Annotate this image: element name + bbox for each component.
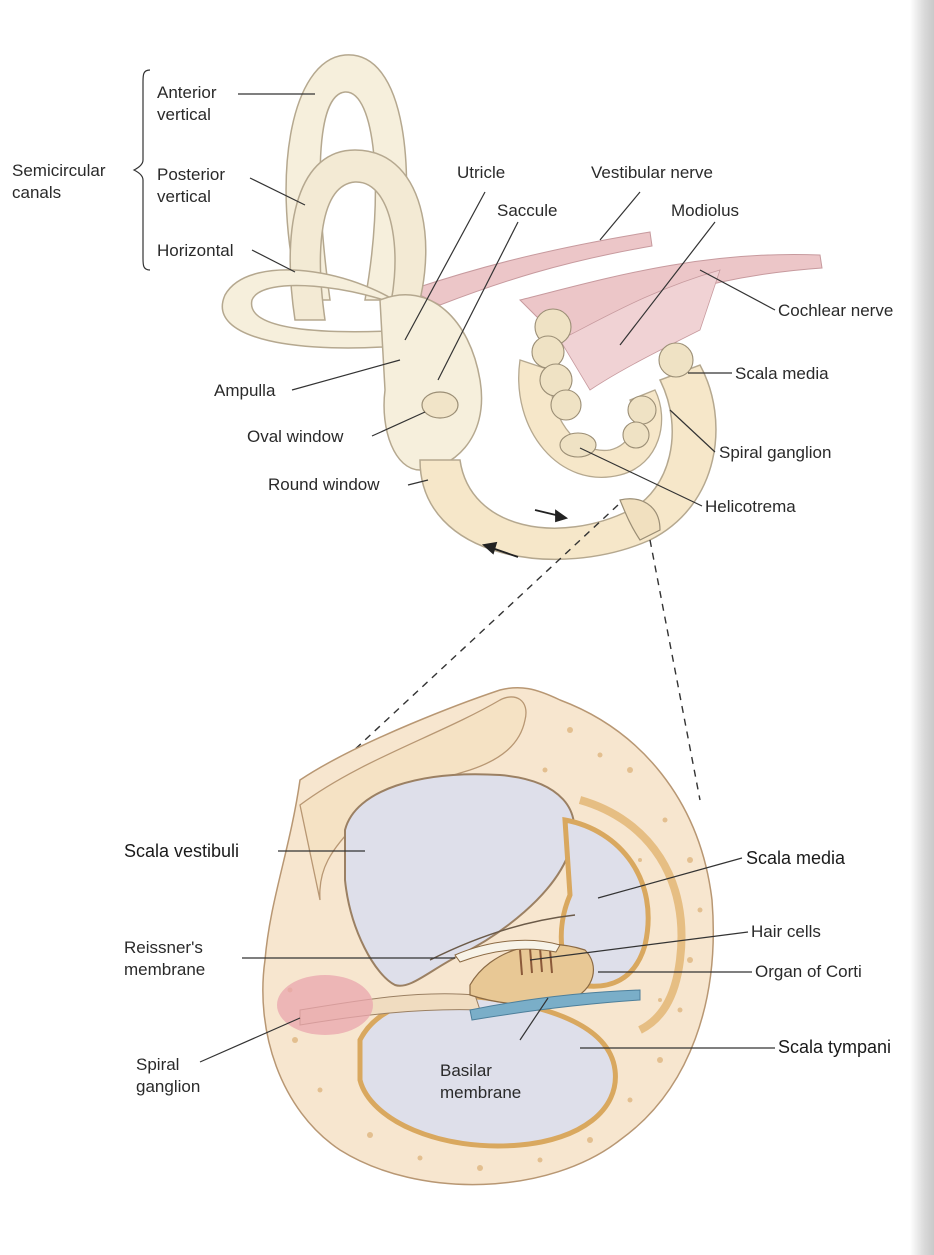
label-posterior-vertical: Posterior vertical (157, 164, 225, 208)
label-horizontal: Horizontal (157, 240, 234, 262)
label-scala-media-top: Scala media (735, 363, 829, 385)
label-oval-window: Oval window (247, 426, 343, 448)
label-ampulla: Ampulla (214, 380, 275, 402)
label-cochlear-nerve: Cochlear nerve (778, 300, 893, 322)
label-round-window: Round window (268, 474, 380, 496)
label-scala-media-bottom: Scala media (746, 847, 845, 869)
label-organ-of-corti: Organ of Corti (755, 961, 862, 983)
label-utricle: Utricle (457, 162, 505, 184)
page-edge-shadow (910, 0, 934, 1255)
vestibule (380, 295, 482, 470)
label-reissners-membrane: Reissner's membrane (124, 937, 205, 981)
spiral-ganglion-shape (277, 975, 373, 1035)
label-scala-vestibuli: Scala vestibuli (124, 840, 239, 862)
cochlea-cross-section (263, 688, 713, 1185)
canals-bracket (134, 70, 150, 270)
label-scala-tympani: Scala tympani (778, 1036, 891, 1058)
label-saccule: Saccule (497, 200, 557, 222)
label-spiral-ganglion-bottom: Spiral ganglion (136, 1054, 200, 1098)
label-basilar-membrane: Basilar membrane (440, 1060, 521, 1104)
label-semicircular-canals: Semicircular canals (12, 160, 106, 204)
label-vestibular-nerve: Vestibular nerve (591, 162, 713, 184)
label-helicotrema: Helicotrema (705, 496, 796, 518)
label-hair-cells: Hair cells (751, 921, 821, 943)
label-anterior-vertical: Anterior vertical (157, 82, 217, 126)
oval-window-shape (422, 392, 458, 418)
label-modiolus: Modiolus (671, 200, 739, 222)
label-spiral-ganglion-top: Spiral ganglion (719, 442, 831, 464)
